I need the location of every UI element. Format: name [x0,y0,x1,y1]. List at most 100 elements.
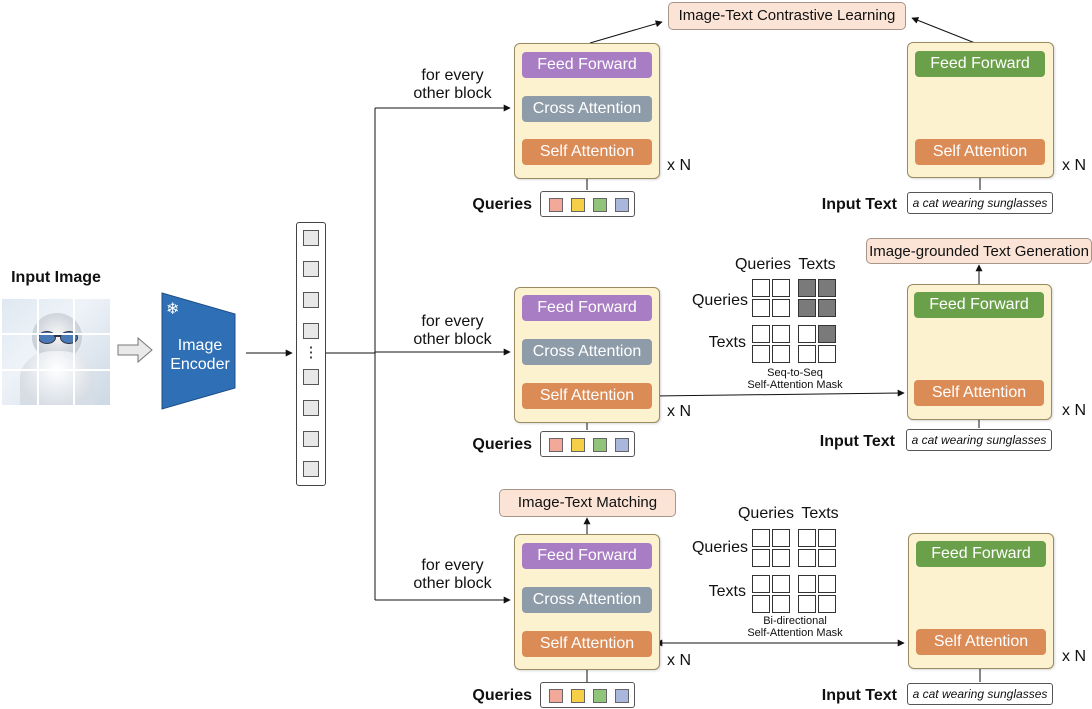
input-text-box: a cat wearing sunglasses [906,429,1052,451]
mask-cell [798,299,816,317]
self-attention-layer: Self Attention [522,383,652,409]
image-feature-column: ⋮ [296,222,326,486]
itm-objective: Image-Text Matching [499,489,676,517]
mask-cell [798,575,816,593]
feed-forward-layer: Feed Forward [522,52,652,78]
input-text-box: a cat wearing sunglasses [907,192,1053,214]
image-encoder-label-line2: Encoder [170,356,230,373]
cross-attention-layer: Cross Attention [522,96,652,122]
mask-cell [772,345,790,363]
self-attention-layer: Self Attention [915,139,1045,165]
mask-cell [798,345,816,363]
repeat-n-label: x N [667,652,691,669]
mask-row-queries: Queries [691,292,748,309]
query-token [571,198,585,212]
query-token [549,689,563,703]
feature-token [303,261,319,277]
mask-col-texts: Texts [801,505,839,522]
mask-row-queries: Queries [691,539,748,556]
mask-cell [772,299,790,317]
queries-label: Queries [472,196,532,213]
for-every-label: for every [421,557,484,574]
feature-ellipsis: ⋮ [303,344,319,361]
seq2seq-mask-grid [752,279,836,363]
query-token [615,198,629,212]
mask-cell [752,529,770,547]
mask-caption-line1: Seq-to-Seq [767,367,823,379]
input-image-label: Input Image [11,269,101,286]
input-text-box: a cat wearing sunglasses [907,683,1053,705]
bidirectional-mask-grid [752,529,836,613]
mask-cell [798,549,816,567]
mask-cell [798,279,816,297]
mask-col-queries: Queries [737,505,795,522]
itg-objective: Image-grounded Text Generation [866,238,1092,264]
query-token [549,198,563,212]
mask-cell [818,529,836,547]
self-attention-layer: Self Attention [914,380,1044,406]
mask-caption-line2: Self-Attention Mask [747,379,843,391]
feature-token [303,400,319,416]
feature-token [303,292,319,308]
mask-cell [752,575,770,593]
input-text-label: Input Text [821,196,897,213]
feature-token [303,461,319,477]
mask-cell [772,575,790,593]
mask-cell [798,325,816,343]
other-block-label: other block [413,85,492,102]
itc-objective: Image-Text Contrastive Learning [668,2,906,30]
mask-cell [818,299,836,317]
self-attention-layer: Self Attention [522,631,652,657]
repeat-n-label: x N [667,403,691,420]
query-token [571,689,585,703]
mask-cell [752,345,770,363]
mask-cell [752,549,770,567]
mask-cell [772,279,790,297]
cat-body [20,351,94,405]
feature-token [303,369,319,385]
snowflake-icon: ❄ [166,301,180,318]
mask-cell [818,345,836,363]
learned-queries [540,431,635,457]
query-token [593,438,607,452]
repeat-n-label: x N [667,157,691,174]
mask-col-queries: Queries [734,256,792,273]
mask-caption-line2: Self-Attention Mask [747,627,843,639]
query-token [615,438,629,452]
cross-attention-layer: Cross Attention [522,339,652,365]
input-text-label: Input Text [821,687,897,704]
input-image [2,299,110,405]
mask-cell [818,549,836,567]
mask-cell [752,595,770,613]
image-encoder-label-line1: Image [177,337,223,354]
other-block-label: other block [413,575,492,592]
query-token [593,689,607,703]
feed-forward-layer: Feed Forward [914,292,1044,318]
learned-queries [540,682,635,708]
feature-token [303,323,319,339]
mask-cell [818,595,836,613]
mask-row-texts: Texts [708,334,746,351]
mask-cell [752,325,770,343]
mask-cell [818,575,836,593]
for-every-label: for every [421,313,484,330]
mask-cell [798,595,816,613]
for-every-label: for every [421,67,484,84]
query-token [615,689,629,703]
query-token [593,198,607,212]
cross-attention-layer: Cross Attention [522,587,652,613]
feed-forward-layer: Feed Forward [916,541,1046,567]
mask-cell [752,299,770,317]
feed-forward-layer: Feed Forward [522,295,652,321]
feed-forward-layer: Feed Forward [915,51,1045,77]
repeat-n-label: x N [1062,157,1086,174]
query-token [571,438,585,452]
queries-label: Queries [472,687,532,704]
feed-forward-layer: Feed Forward [522,543,652,569]
mask-cell [772,529,790,547]
self-attention-layer: Self Attention [522,139,652,165]
mask-cell [772,595,790,613]
mask-col-texts: Texts [798,256,836,273]
mask-caption-line1: Bi-directional [763,615,827,627]
queries-label: Queries [472,436,532,453]
